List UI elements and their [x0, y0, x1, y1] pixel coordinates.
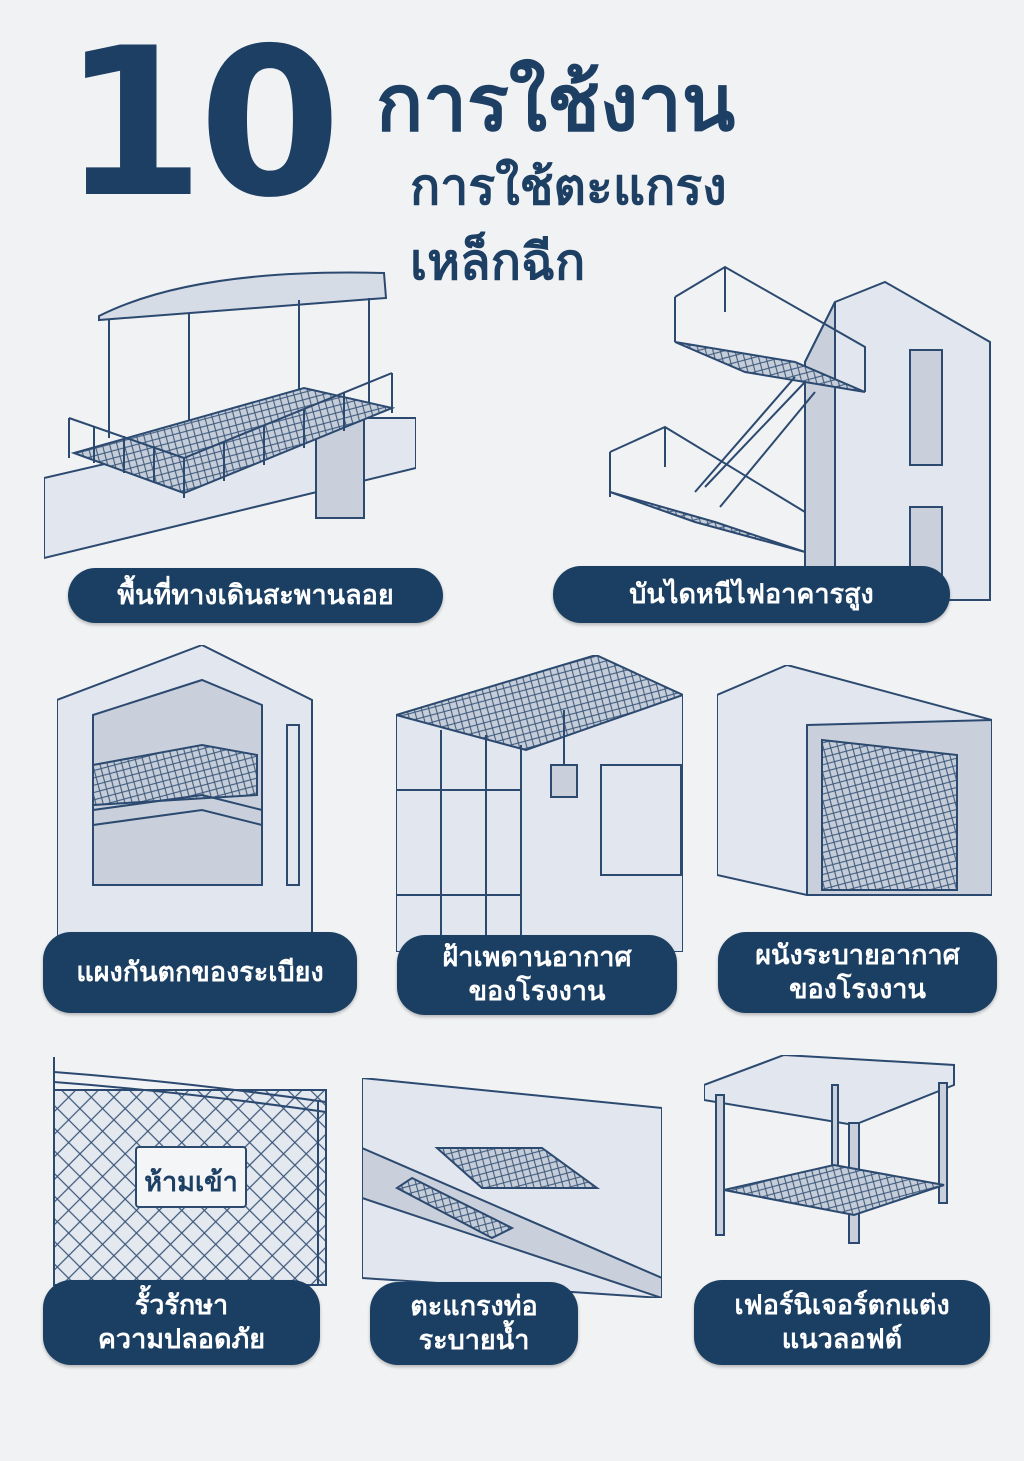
- ventilated-wall-illustration: [717, 665, 992, 896]
- label-line: แผงกันตกของระเบียง: [76, 956, 324, 988]
- label-fire-escape: บันไดหนีไฟอาคารสูง: [553, 566, 950, 623]
- label-line: พื้นที่ทางเดินสะพานลอย: [117, 579, 394, 611]
- label-line: ระบายน้ำ: [418, 1324, 530, 1356]
- walkway-bridge-illustration: [44, 271, 416, 560]
- label-line: รั้วรักษา: [134, 1289, 229, 1321]
- loft-table-illustration: [704, 1055, 955, 1244]
- label-balcony-guard: แผงกันตกของระเบียง: [43, 932, 357, 1013]
- title-line-2: การใช้ตะแกรง: [410, 158, 727, 216]
- label-line: ผนังระบายอากาศ: [755, 939, 960, 971]
- balcony-illustration: [57, 645, 313, 937]
- drain-grate-illustration: [362, 1078, 662, 1298]
- label-line: ฝ้าเพดานอากาศ: [442, 942, 632, 974]
- fire-escape-illustration: [609, 265, 991, 601]
- no-entry-sign: ห้ามเข้า: [144, 1167, 238, 1198]
- title-line-3: เหล็กฉีก: [410, 233, 586, 291]
- ventilated-ceiling-illustration: [396, 655, 683, 952]
- title-line-1: การใช้งาน: [376, 59, 736, 149]
- label-security-fence: รั้วรักษา ความปลอดภัย: [43, 1280, 320, 1365]
- label-ventilated-ceiling: ฝ้าเพดานอากาศ ของโรงงาน: [397, 935, 677, 1015]
- label-line: บันไดหนีไฟอาคารสูง: [629, 578, 874, 610]
- label-loft-furniture: เฟอร์นิเจอร์ตกแต่ง แนวลอฟต์: [694, 1280, 990, 1365]
- label-drain-grate: ตะแกรงท่อ ระบายน้ำ: [370, 1282, 578, 1365]
- title-number: 10: [62, 5, 341, 243]
- label-ventilated-wall: ผนังระบายอากาศ ของโรงงาน: [718, 932, 997, 1013]
- security-fence-illustration: [53, 1057, 327, 1286]
- label-line: ความปลอดภัย: [97, 1323, 266, 1355]
- label-line: ตะแกรงท่อ: [410, 1290, 538, 1322]
- label-line: ของโรงงาน: [789, 973, 926, 1005]
- label-line: ของโรงงาน: [468, 976, 606, 1007]
- label-line: แนวลอฟต์: [781, 1323, 903, 1355]
- label-walkway-bridge: พื้นที่ทางเดินสะพานลอย: [68, 568, 443, 623]
- label-line: เฟอร์นิเจอร์ตกแต่ง: [734, 1289, 950, 1321]
